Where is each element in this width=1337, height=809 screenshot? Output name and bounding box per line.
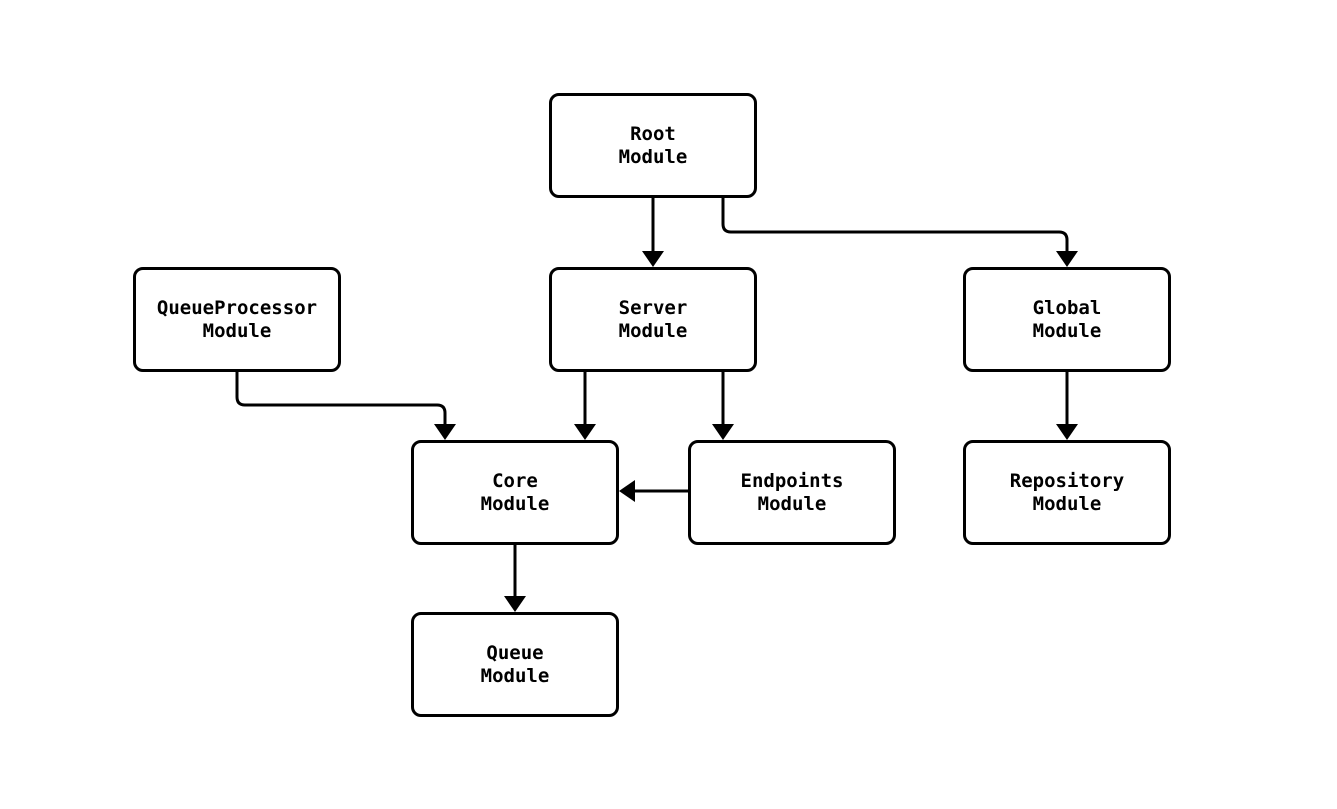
node-root-module-label: Root Module [618,122,688,168]
node-server-module-label: Server Module [618,296,688,342]
node-queue-module: Queue Module [411,612,619,717]
node-endpoints-module: Endpoints Module [688,440,896,545]
node-core-module-label: Core Module [480,469,550,515]
edge-server-to-endpoints [712,372,734,440]
edge-root-to-global [721,198,1078,267]
node-repository-module-label: Repository Module [1009,469,1125,515]
edge-endpoints-to-core [619,480,688,502]
node-queueprocessor-module: QueueProcessor Module [133,267,341,372]
edge-server-to-core [574,372,596,440]
edge-queueprocessor-to-core [235,372,456,440]
edge-core-to-queue [504,545,526,612]
node-endpoints-module-label: Endpoints Module [740,469,844,515]
edge-global-to-repository [1056,372,1078,440]
node-global-module: Global Module [963,267,1171,372]
node-core-module: Core Module [411,440,619,545]
node-queue-module-label: Queue Module [480,641,550,687]
node-global-module-label: Global Module [1032,296,1102,342]
node-queueprocessor-module-label: QueueProcessor Module [156,296,318,342]
edge-root-to-server [642,198,664,267]
node-server-module: Server Module [549,267,757,372]
node-repository-module: Repository Module [963,440,1171,545]
node-root-module: Root Module [549,93,757,198]
